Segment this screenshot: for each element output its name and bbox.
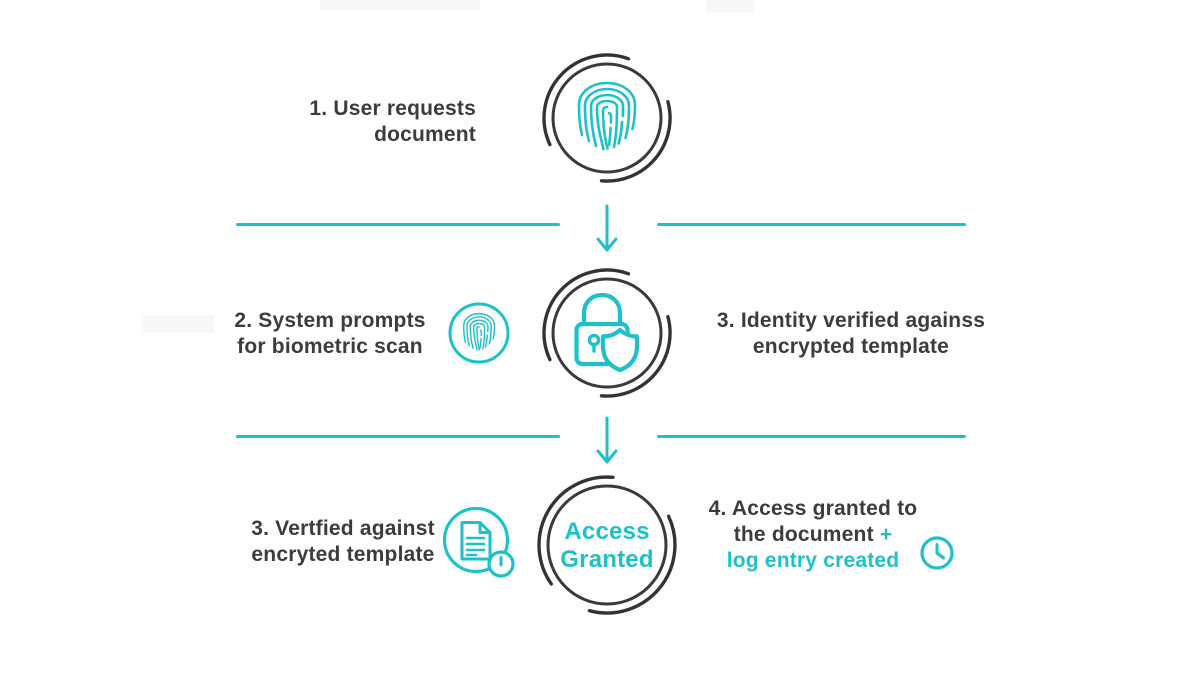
arrow-down-icon xyxy=(596,204,618,252)
divider-line xyxy=(657,223,966,226)
step2-label: 2. System prompts for biometric scan xyxy=(234,309,426,358)
ring-arc-top-left xyxy=(542,268,631,362)
fingerprint-badge xyxy=(448,302,510,364)
ring-arc-bottom-right xyxy=(599,315,672,398)
background-artifact xyxy=(320,0,480,11)
step4-line1: 4. Access granted to xyxy=(708,497,918,520)
step4-plus: + xyxy=(879,523,893,546)
clock-icon xyxy=(920,536,954,570)
circle-ring xyxy=(551,62,663,174)
background-artifact xyxy=(143,315,215,333)
step4-line2: the document xyxy=(733,523,874,546)
step1-label: 1. User requests document xyxy=(309,97,476,146)
ring-arc-bottom-right xyxy=(587,514,677,615)
badge-ring xyxy=(442,506,510,574)
access-granted-label: Access Granted xyxy=(560,518,654,573)
divider-line xyxy=(657,435,966,438)
step4-line3: log entry created xyxy=(726,549,900,572)
document-clock-icon xyxy=(442,506,515,578)
ring-arc-bottom-right xyxy=(599,100,672,183)
step4-label: 4. Access granted to the document + log … xyxy=(693,496,933,574)
step3-right-label: 3. Identity verified againss encrypted t… xyxy=(716,309,986,358)
fingerprint-icon xyxy=(462,312,496,351)
circle-ring xyxy=(546,484,668,606)
step2-node xyxy=(542,268,672,398)
divider-line xyxy=(236,435,560,438)
step1-node xyxy=(542,53,672,183)
step3-left-label: 3. Vertfied against encryted template xyxy=(251,517,435,566)
ring-arc-top-left xyxy=(537,475,615,586)
arrow-down-icon xyxy=(596,416,618,464)
fingerprint-icon xyxy=(577,81,637,151)
divider-line xyxy=(236,223,560,226)
badge-ring xyxy=(448,302,510,364)
circle-ring xyxy=(551,277,663,389)
ring-arc-top-left xyxy=(542,53,631,147)
lock-shield-icon xyxy=(574,292,640,373)
background-artifact xyxy=(706,0,754,13)
access-granted-node xyxy=(537,475,677,615)
